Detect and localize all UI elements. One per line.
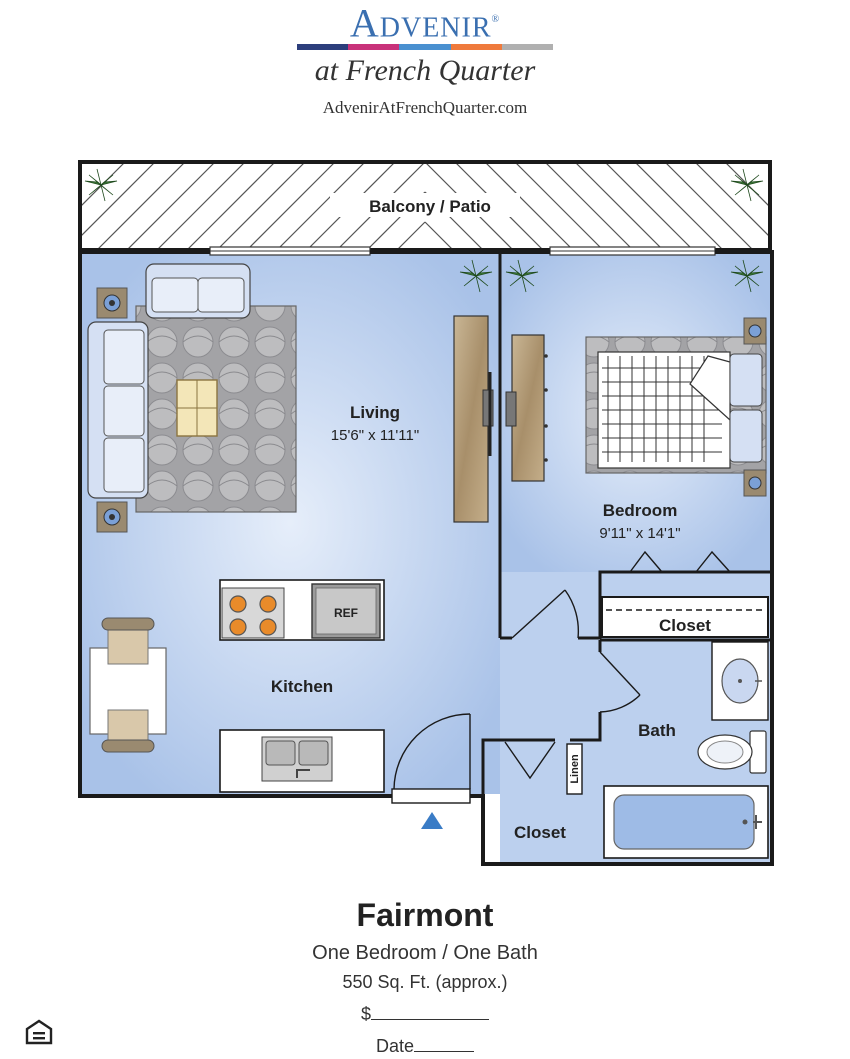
date-blank[interactable]	[414, 1033, 475, 1052]
bedroom-door	[511, 589, 580, 639]
sliding-door	[549, 246, 716, 256]
plant-icon	[505, 259, 539, 293]
entry-door	[391, 713, 471, 804]
coffee-table	[176, 379, 218, 437]
price-line: $	[0, 1001, 850, 1027]
bath-sink	[711, 641, 769, 721]
nightstand	[743, 469, 767, 497]
brand-header: Advenir® at French Quarter AdvenirAtFren…	[0, 0, 850, 130]
model-type: One Bedroom / One Bath	[312, 942, 538, 964]
end-table	[96, 501, 128, 533]
sofa	[87, 321, 149, 499]
date-label: Date	[375, 1036, 415, 1056]
dresser	[505, 334, 548, 482]
bedroom-label: Bedroom	[603, 501, 678, 520]
balcony-label: Balcony / Patio	[369, 197, 491, 216]
price-blank[interactable]	[371, 1001, 489, 1020]
refrigerator: REF	[311, 583, 381, 639]
living-dimensions: 15'6" x 11'11"	[331, 427, 419, 444]
color-bar-segment	[399, 44, 451, 50]
balcony-area: Balcony / Patio	[78, 160, 772, 252]
website-link[interactable]: AdvenirAtFrenchQuarter.com	[322, 98, 528, 117]
kitchen-sink-counter	[219, 729, 385, 793]
equal-housing-icon	[25, 1019, 53, 1045]
dining-chair	[101, 709, 155, 753]
unit-info: Fairmont One Bedroom / One Bath 550 Sq. …	[0, 895, 850, 1059]
color-bar-segment	[297, 44, 349, 50]
bedroom-closet: Closet	[601, 550, 769, 638]
refrigerator-label: REF	[334, 606, 358, 620]
dining-chair	[101, 617, 155, 665]
floor-plan: Balcony / Patio	[78, 160, 774, 866]
living-label: Living	[350, 403, 400, 422]
entry-arrow-icon	[421, 812, 443, 829]
brand-subtitle: at French Quarter	[314, 54, 536, 87]
bath-label: Bath	[638, 721, 676, 740]
trademark-mark: ®	[491, 14, 501, 25]
loveseat	[145, 263, 251, 319]
toilet	[697, 730, 767, 774]
linen-closet: Linen	[566, 743, 583, 795]
brand-logo: Advenir®	[0, 0, 850, 43]
sliding-door	[209, 246, 371, 256]
price-label: $	[360, 1004, 371, 1024]
interior-walls	[481, 252, 772, 796]
brand-color-bar	[297, 44, 554, 50]
exterior-walls	[78, 250, 774, 866]
bedroom-dimensions: 9'11" x 14'1"	[599, 525, 680, 542]
end-table	[96, 287, 128, 319]
bath-door	[599, 651, 641, 713]
plant-icon	[730, 168, 764, 202]
model-name: Fairmont	[356, 897, 494, 933]
bed	[585, 336, 767, 474]
nightstand	[743, 317, 767, 345]
bathtub	[603, 785, 769, 859]
color-bar-segment	[348, 44, 400, 50]
brand-name: Advenir	[349, 0, 492, 46]
model-size: 550 Sq. Ft. (approx.)	[342, 972, 508, 992]
entry-closet: Closet	[504, 741, 566, 842]
color-bar-segment	[501, 44, 554, 50]
closet-label: Closet	[659, 616, 711, 635]
linen-label: Linen	[569, 754, 581, 784]
kitchen-label: Kitchen	[271, 677, 333, 696]
plant-icon	[730, 259, 764, 293]
date-line: Date	[0, 1033, 850, 1059]
tv-console	[453, 315, 494, 523]
closet-label: Closet	[514, 823, 566, 842]
plant-icon	[84, 168, 118, 202]
color-bar-segment	[450, 44, 502, 50]
plant-icon	[459, 259, 493, 293]
dining-table	[89, 617, 167, 753]
